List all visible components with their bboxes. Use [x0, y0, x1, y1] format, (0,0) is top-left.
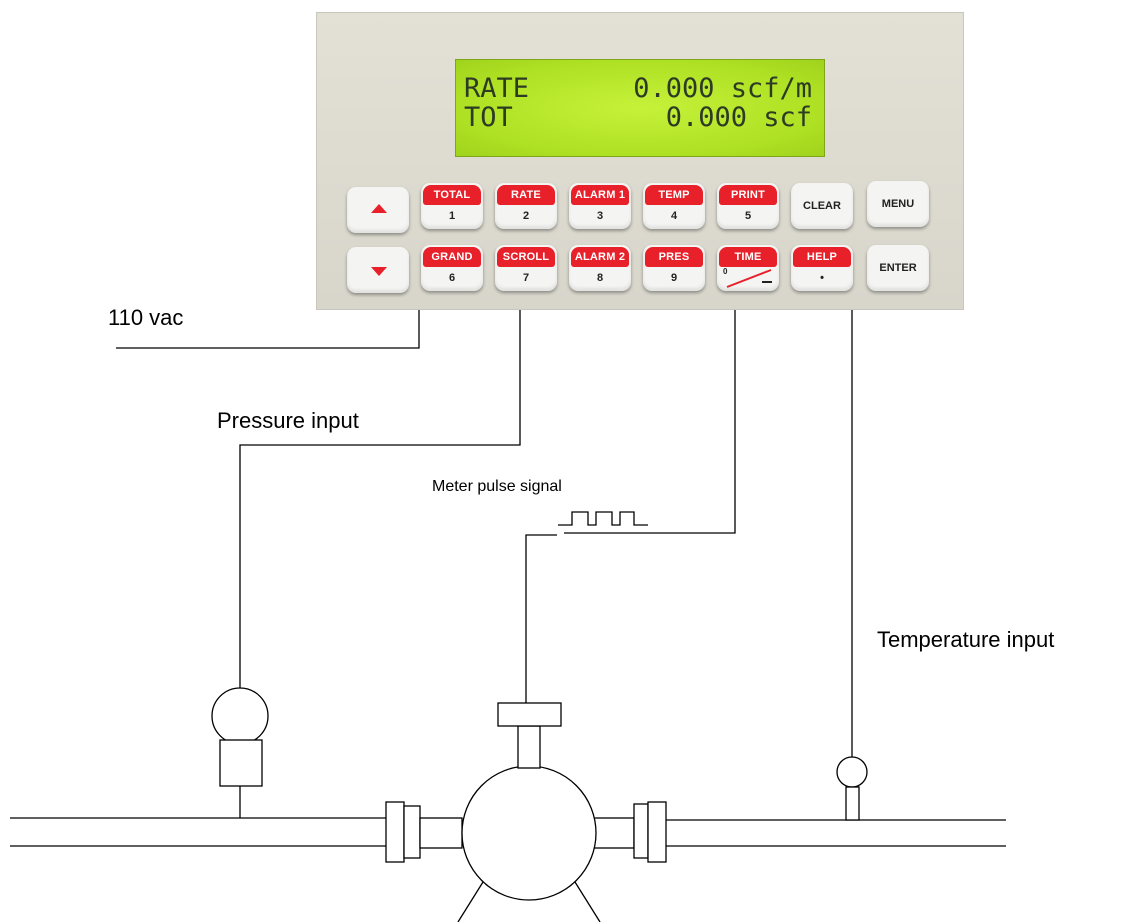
grand-key[interactable]: GRAND 6 [421, 245, 483, 291]
lcd-display: RATE 0.000 scf/m TOT 0.000 scf [455, 59, 825, 157]
clear-button[interactable]: CLEAR [791, 183, 853, 229]
right-spool [593, 817, 635, 849]
total-key-label: TOTAL [423, 185, 481, 205]
pressure-gauge-icon [211, 687, 269, 745]
meter-leg-left [457, 881, 484, 922]
alarm1-key[interactable]: ALARM 1 3 [569, 183, 631, 229]
triangle-down-icon [371, 267, 387, 276]
lcd-total-value: 0.000 scf [665, 102, 812, 133]
rate-key-label: RATE [497, 185, 555, 205]
lcd-rate-label: RATE [464, 73, 530, 104]
pulse-waveform-icon [558, 511, 648, 526]
pres-key[interactable]: PRES 9 [643, 245, 705, 291]
lcd-rate-value: 0.000 scf/m [633, 73, 812, 104]
pulse-wire-lower [525, 534, 557, 703]
menu-button[interactable]: MENU [867, 181, 929, 227]
scroll-key-label: SCROLL [497, 247, 555, 267]
lcd-total-label: TOT [464, 102, 513, 133]
meter-leg-right [574, 881, 601, 922]
left-flange-inner [403, 805, 421, 859]
alarm2-key-number: 8 [596, 272, 604, 284]
left-spool [419, 817, 463, 849]
print-key-number: 5 [744, 210, 752, 222]
lcd-row-rate: RATE 0.000 scf/m [456, 72, 824, 106]
pulse-wire [564, 310, 736, 534]
scroll-key[interactable]: SCROLL 7 [495, 245, 557, 291]
time-key[interactable]: TIME 0 [717, 245, 779, 291]
minus-icon [762, 281, 772, 283]
grand-key-number: 6 [448, 272, 456, 284]
lcd-row-total: TOT 0.000 scf [456, 101, 824, 135]
total-key-number: 1 [448, 210, 456, 222]
temperature-well [845, 786, 860, 821]
time-key-number: 0 [723, 267, 728, 276]
scroll-key-number: 7 [522, 272, 530, 284]
slash-icon [726, 269, 772, 288]
pressure-wire [239, 310, 521, 695]
right-flange-inner [633, 803, 649, 859]
right-flange [647, 801, 667, 863]
rate-key-number: 2 [522, 210, 530, 222]
left-flange [385, 801, 405, 863]
alarm2-key[interactable]: ALARM 2 8 [569, 245, 631, 291]
temp-key-number: 4 [670, 210, 678, 222]
menu-button-label: MENU [881, 198, 915, 210]
alarm2-key-label: ALARM 2 [571, 247, 629, 267]
alarm1-key-label: ALARM 1 [571, 185, 629, 205]
pressure-transducer-body [219, 739, 263, 787]
power-wire [116, 310, 420, 349]
temperature-sensor-icon [836, 756, 868, 788]
flow-computer-panel: RATE 0.000 scf/m TOT 0.000 scf TOTAL 1 R… [316, 12, 964, 310]
power-label: 110 vac [108, 305, 184, 330]
rate-key[interactable]: RATE 2 [495, 183, 557, 229]
pulse-signal-label: Meter pulse signal [432, 478, 562, 495]
help-key-label: HELP [793, 247, 851, 267]
alarm1-key-number: 3 [596, 210, 604, 222]
pres-key-label: PRES [645, 247, 703, 267]
meter-neck [517, 725, 541, 769]
time-key-label: TIME [719, 247, 777, 267]
pulse-pickup-icon [497, 702, 562, 727]
print-key[interactable]: PRINT 5 [717, 183, 779, 229]
clear-button-label: CLEAR [803, 200, 841, 212]
print-key-label: PRINT [719, 185, 777, 205]
triangle-up-icon [371, 204, 387, 213]
grand-key-label: GRAND [423, 247, 481, 267]
temperature-input-label: Temperature input [877, 627, 1055, 652]
enter-button-label: ENTER [879, 262, 917, 274]
help-key[interactable]: HELP • [791, 245, 853, 291]
pres-key-number: 9 [670, 272, 678, 284]
up-arrow-button[interactable] [347, 187, 409, 233]
temp-key-label: TEMP [645, 185, 703, 205]
pressure-input-label: Pressure input [217, 408, 359, 433]
enter-button[interactable]: ENTER [867, 245, 929, 291]
temp-key[interactable]: TEMP 4 [643, 183, 705, 229]
down-arrow-button[interactable] [347, 247, 409, 293]
meter-body-icon [461, 765, 597, 901]
help-key-number: • [820, 272, 824, 284]
total-key[interactable]: TOTAL 1 [421, 183, 483, 229]
